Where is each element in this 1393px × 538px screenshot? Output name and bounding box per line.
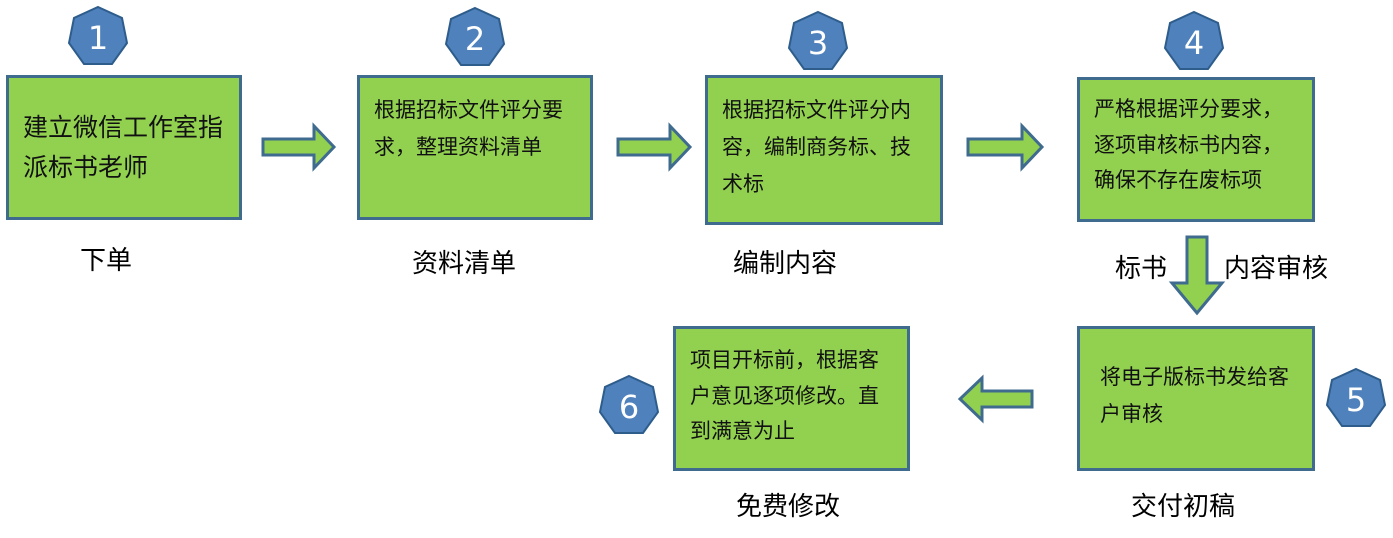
step-5-caption: 交付初稿 (1131, 492, 1236, 522)
badge-2: 2 (444, 6, 506, 66)
step-3-box: 根据招标文件评分内容，编制商务标、技术标 (705, 75, 943, 225)
step-5-text: 将电子版标书发给客户审核 (1100, 365, 1289, 426)
badge-4: 4 (1163, 10, 1225, 70)
arrow-2-to-3 (616, 122, 693, 172)
step-1-text: 建立微信工作室指派标书老师 (23, 113, 224, 182)
arrow-4-to-5 (1168, 235, 1226, 316)
badge-6: 6 (598, 374, 660, 434)
step-6-text: 项目开标前，根据客户意见逐项修改。直到满意为止 (690, 348, 879, 444)
step-4-box: 严格根据评分要求，逐项审核标书内容，确保不存在废标项 (1077, 77, 1315, 222)
step-5-box: 将电子版标书发给客户审核 (1077, 326, 1315, 471)
step-4-caption-left: 标书 (1115, 254, 1168, 284)
badge-5-number: 5 (1346, 381, 1366, 419)
step-6-box: 项目开标前，根据客户意见逐项修改。直到满意为止 (673, 326, 910, 471)
step-3-caption: 编制内容 (733, 249, 838, 279)
badge-1-number: 1 (88, 19, 108, 57)
badge-3: 3 (787, 10, 849, 70)
badge-3-number: 3 (808, 24, 828, 62)
step-2-caption: 资料清单 (412, 249, 517, 279)
step-1-caption: 下单 (80, 246, 133, 276)
step-4-text: 严格根据评分要求，逐项审核标书内容，确保不存在废标项 (1094, 97, 1283, 193)
badge-2-number: 2 (465, 20, 485, 58)
step-2-text: 根据招标文件评分要求，整理资料清单 (374, 98, 563, 159)
step-4-caption-right: 内容审核 (1224, 254, 1329, 284)
badge-6-number: 6 (619, 388, 639, 426)
step-1-box: 建立微信工作室指派标书老师 (6, 75, 242, 220)
badge-1: 1 (67, 5, 129, 65)
arrow-3-to-4 (966, 122, 1045, 172)
step-6-caption: 免费修改 (736, 492, 841, 522)
step-2-box: 根据招标文件评分要求，整理资料清单 (357, 75, 593, 220)
badge-4-number: 4 (1184, 24, 1204, 62)
badge-5: 5 (1325, 367, 1387, 427)
step-3-text: 根据招标文件评分内容，编制商务标、技术标 (722, 98, 911, 196)
arrow-5-to-6 (957, 374, 1034, 424)
arrow-1-to-2 (261, 122, 337, 172)
